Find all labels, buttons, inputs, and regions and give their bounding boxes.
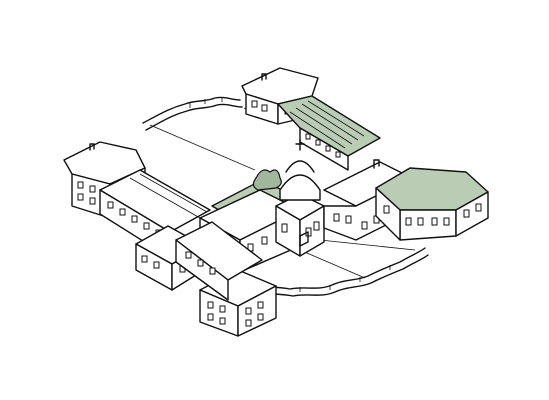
south-pavilion [199,269,277,337]
courtyard-wall-south [244,247,429,297]
tree-near-dome [252,169,282,191]
east-green-pavilion [375,167,489,241]
south-connecting-wing [175,221,263,301]
central-dome-tower [275,139,325,257]
courtyard-wall-north [142,96,243,131]
north-east-green-wing [277,95,381,171]
